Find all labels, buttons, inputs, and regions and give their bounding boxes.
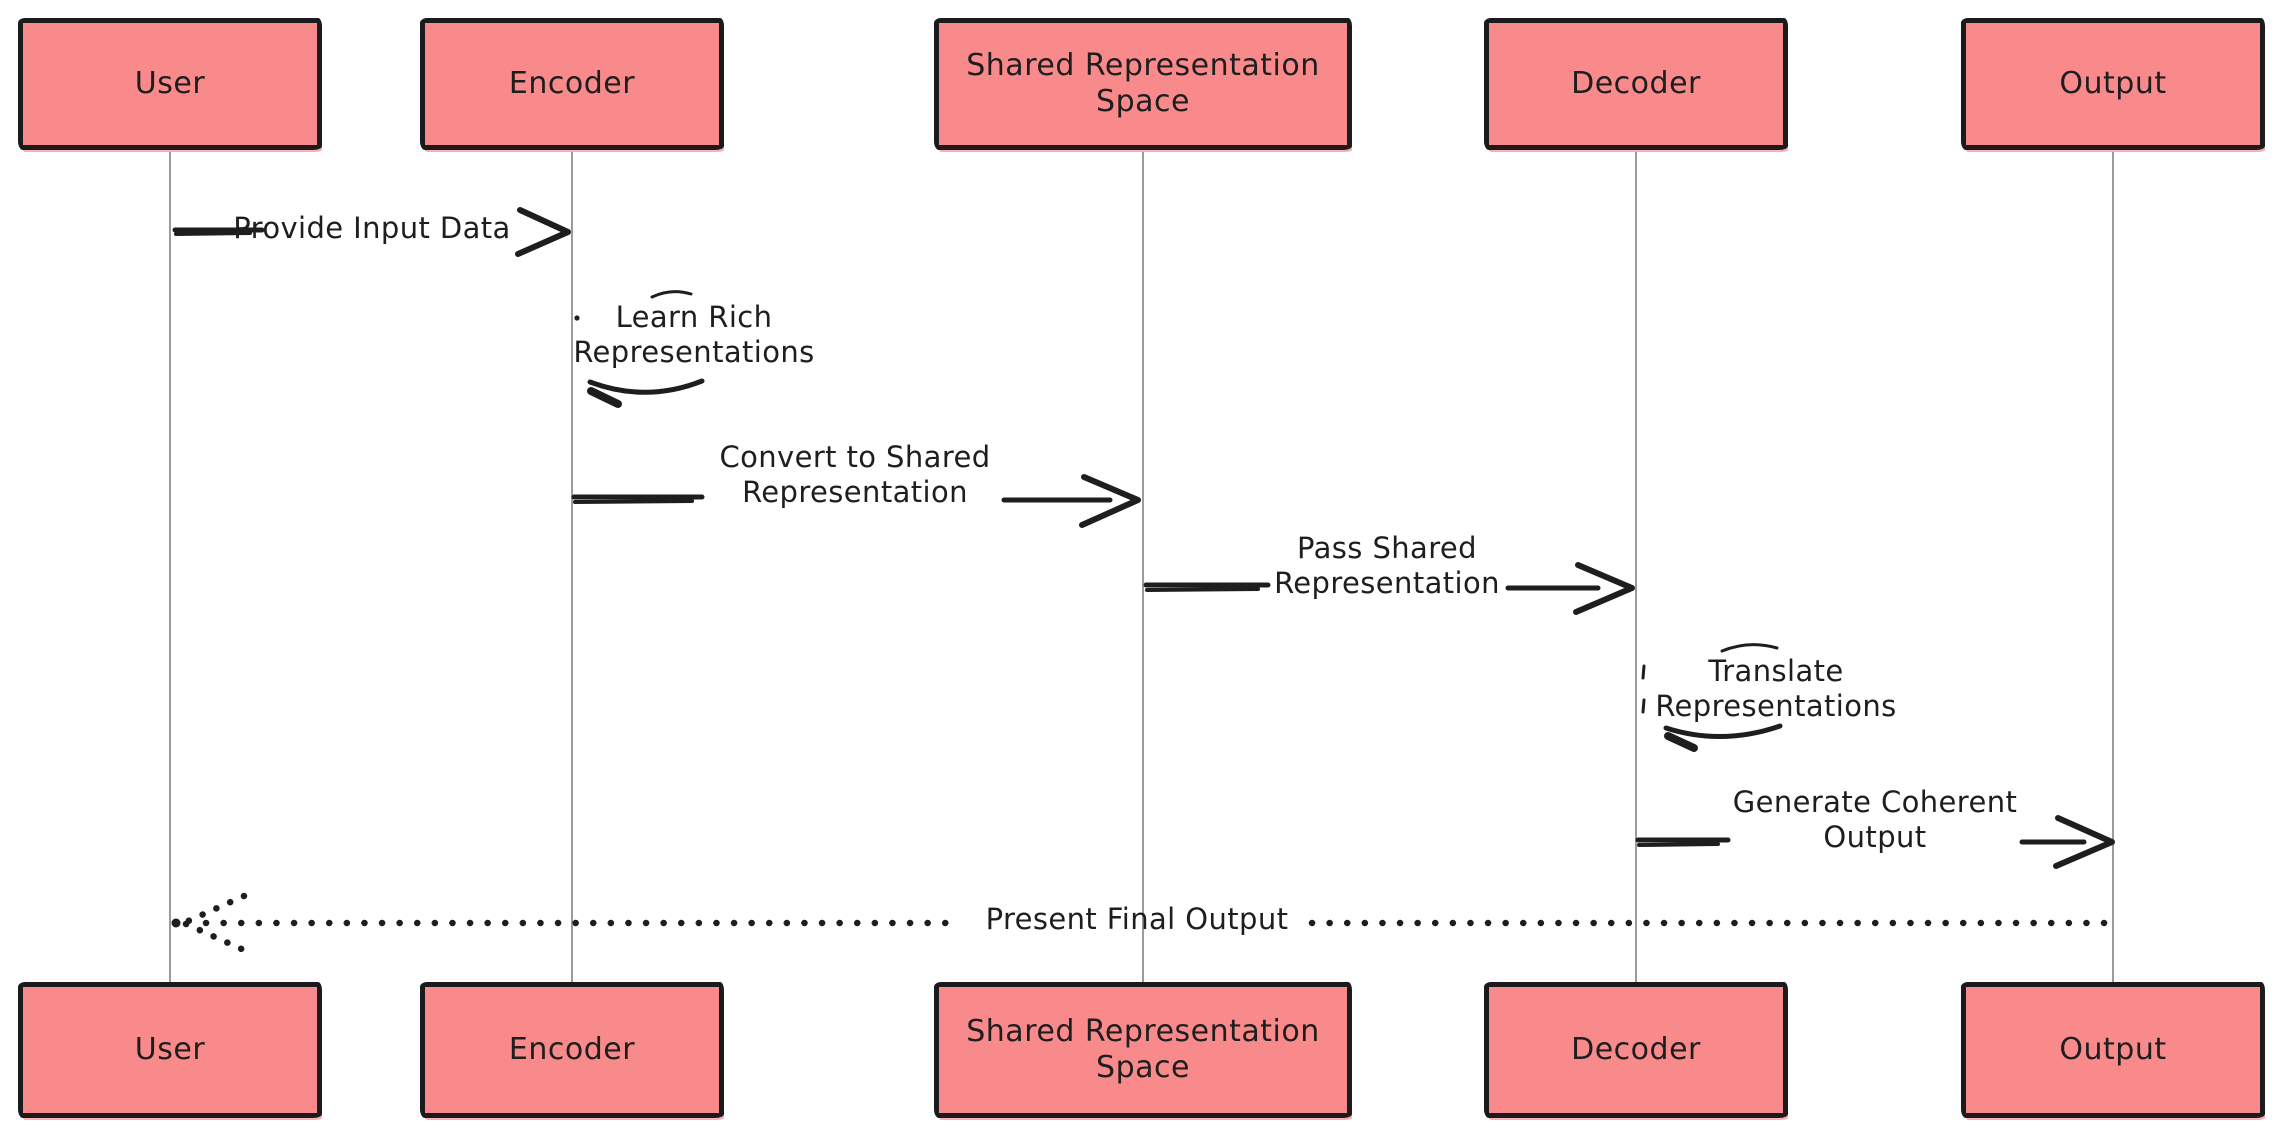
- message-label-pass-shared-representation: Pass Shared Representation: [1274, 531, 1500, 600]
- actor-top-decoder: Decoder: [1484, 18, 1788, 150]
- message-label-generate-coherent-output: Generate Coherent Output: [1732, 785, 2018, 854]
- message-label-learn-rich-representations: Learn Rich Representations: [573, 300, 815, 369]
- actor-label: Shared Representation Space: [966, 48, 1320, 119]
- actor-label: Output: [2059, 66, 2167, 101]
- actor-top-user: User: [18, 18, 322, 150]
- actor-bottom-user: User: [18, 982, 322, 1118]
- actor-bottom-output: Output: [1961, 982, 2265, 1118]
- actor-label: Shared Representation Space: [966, 1014, 1320, 1085]
- message-label-translate-representations: Translate Representations: [1655, 654, 1897, 723]
- arrow-provide-input-data: [172, 207, 571, 257]
- actor-label: Encoder: [508, 66, 636, 101]
- actor-label: Decoder: [1571, 1032, 1701, 1067]
- message-label-present-final-output: Present Final Output: [985, 902, 1289, 936]
- lifelines: [169, 150, 2114, 982]
- actor-label: Output: [2059, 1032, 2167, 1067]
- actor-bottom-decoder: Decoder: [1484, 982, 1788, 1118]
- self-arrow-learn-rich-representations: [574, 290, 705, 408]
- self-arrow-translate-representations: [1641, 643, 1783, 752]
- arrow-pass-shared-representation: [1143, 562, 1635, 615]
- message-label-convert-to-shared-representation: Convert to Shared Representation: [719, 440, 991, 509]
- arrow-convert-to-shared-representation: [571, 474, 1141, 528]
- actor-top-output: Output: [1961, 18, 2265, 150]
- actor-label: Encoder: [508, 1032, 636, 1067]
- actor-top-shared-representation-space: Shared Representation Space: [934, 18, 1352, 150]
- actor-label: Decoder: [1571, 66, 1701, 101]
- actor-label: User: [134, 1032, 206, 1067]
- arrow-generate-coherent-output: [1635, 815, 2115, 869]
- actor-top-encoder: Encoder: [420, 18, 724, 150]
- message-label-provide-input-data: Provide Input Data: [233, 211, 511, 245]
- actor-label: User: [134, 66, 206, 101]
- dotted-arrow-present-final-output: [171, 892, 2116, 955]
- actor-bottom-encoder: Encoder: [420, 982, 724, 1118]
- actor-bottom-shared-representation-space: Shared Representation Space: [934, 982, 1352, 1118]
